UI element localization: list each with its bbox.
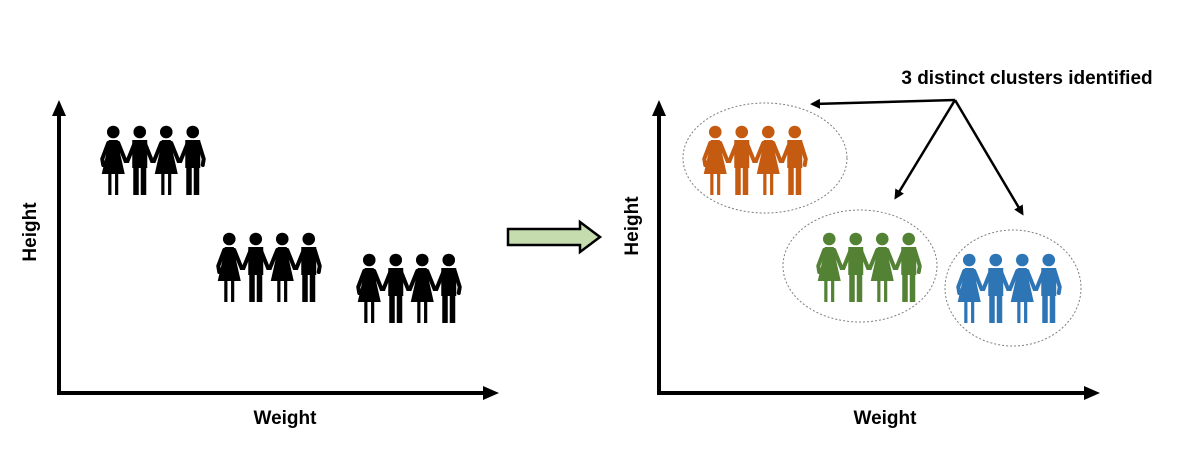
right-cluster-groups xyxy=(702,125,1062,323)
woman-figure-icon xyxy=(817,232,841,302)
pointer-arrow-orange xyxy=(810,98,956,109)
cluster-group-green xyxy=(816,232,922,302)
man-figure-icon xyxy=(441,253,457,323)
man-figure-icon xyxy=(1041,253,1057,323)
annotation-pointer-arrows xyxy=(810,98,1024,216)
man-figure-icon xyxy=(388,253,404,323)
left-plot: Weight Height xyxy=(20,100,499,429)
people-group-right xyxy=(356,253,462,323)
right-y-axis-arrowhead xyxy=(652,100,666,116)
cluster-group-orange xyxy=(702,125,808,195)
woman-figure-icon xyxy=(270,232,294,302)
transition-arrow xyxy=(506,219,603,255)
people-group-middle xyxy=(216,232,322,302)
cluster-boundary-orange xyxy=(682,102,848,214)
woman-figure-icon xyxy=(217,232,241,302)
cluster-boundary-blue xyxy=(944,229,1082,347)
man-figure-icon xyxy=(848,232,864,302)
man-figure-icon xyxy=(301,232,317,302)
man-figure-icon xyxy=(248,232,264,302)
man-figure-icon xyxy=(787,125,803,195)
man-figure-icon xyxy=(988,253,1004,323)
woman-figure-icon xyxy=(703,125,727,195)
left-y-axis-label: Height xyxy=(20,202,41,262)
cluster-boundary-green xyxy=(782,209,938,323)
woman-figure-icon xyxy=(957,253,981,323)
left-x-axis-label: Weight xyxy=(254,408,318,429)
pointer-arrow-blue xyxy=(953,99,1024,216)
clusters-annotation: 3 distinct clusters identified xyxy=(901,68,1152,89)
right-y-axis-label: Height xyxy=(622,196,643,256)
right-x-axis-arrowhead xyxy=(1084,386,1100,400)
woman-figure-icon xyxy=(870,232,894,302)
woman-figure-icon xyxy=(756,125,780,195)
man-figure-icon xyxy=(734,125,750,195)
man-figure-icon xyxy=(132,125,148,195)
right-plot: Weight Height 3 distinct clusters identi… xyxy=(622,68,1153,429)
woman-figure-icon xyxy=(101,125,125,195)
woman-figure-icon xyxy=(1010,253,1034,323)
woman-figure-icon xyxy=(154,125,178,195)
right-x-axis-label: Weight xyxy=(854,408,918,429)
man-figure-icon xyxy=(185,125,201,195)
left-y-axis-arrowhead xyxy=(52,100,66,116)
left-x-axis-arrowhead xyxy=(483,386,499,400)
man-figure-icon xyxy=(901,232,917,302)
left-people-groups xyxy=(100,125,462,323)
woman-figure-icon xyxy=(357,253,381,323)
people-group-top xyxy=(100,125,206,195)
woman-figure-icon xyxy=(410,253,434,323)
cluster-group-blue xyxy=(956,253,1062,323)
pointer-arrow-green xyxy=(894,99,957,200)
